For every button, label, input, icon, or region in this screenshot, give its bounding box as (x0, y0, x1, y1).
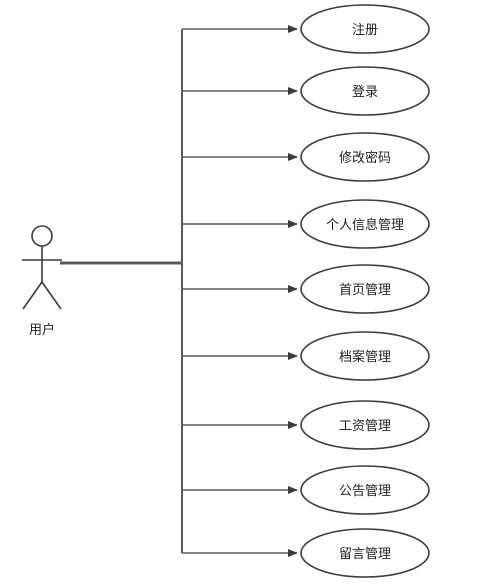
use-case-label: 公告管理 (339, 484, 391, 499)
use-case-ellipse (300, 66, 430, 116)
use-case-home-management[interactable]: 首页管理 (300, 264, 430, 314)
actor-left-leg (22, 281, 43, 310)
use-case-ellipse (300, 4, 430, 54)
use-case-change-password[interactable]: 修改密码 (300, 132, 430, 182)
use-case-salary-management[interactable]: 工资管理 (300, 400, 430, 450)
actor-right-leg (41, 281, 62, 310)
use-case-label: 工资管理 (339, 419, 391, 434)
use-case-label: 登录 (352, 85, 378, 100)
branches (182, 25, 298, 557)
use-case-ellipse (300, 331, 430, 381)
use-case-ellipse (300, 465, 430, 515)
actor-label: 用户 (29, 322, 55, 338)
use-case-message-management[interactable]: 留言管理 (300, 528, 430, 578)
use-case-profile-management[interactable]: 个人信息管理 (300, 199, 430, 249)
use-case-label: 修改密码 (339, 150, 391, 166)
actor-head (31, 225, 53, 247)
use-case-ellipse (300, 132, 430, 182)
actor: 用户 (22, 225, 62, 338)
use-case-label: 档案管理 (339, 350, 391, 365)
use-case-register[interactable]: 注册 (300, 4, 430, 54)
use-case-label: 注册 (352, 23, 378, 38)
use-case-announcement-management[interactable]: 公告管理 (300, 465, 430, 515)
use-case-ellipse (300, 199, 430, 249)
use-case-login[interactable]: 登录 (300, 66, 430, 116)
use-case-archive-management[interactable]: 档案管理 (300, 331, 430, 381)
use-case-label: 留言管理 (339, 547, 391, 562)
use-case-ellipse (300, 400, 430, 450)
use-case-label: 个人信息管理 (326, 217, 404, 233)
use-case-ellipse (300, 264, 430, 314)
use-case-label: 首页管理 (339, 283, 391, 298)
use-case-ellipse (300, 528, 430, 578)
